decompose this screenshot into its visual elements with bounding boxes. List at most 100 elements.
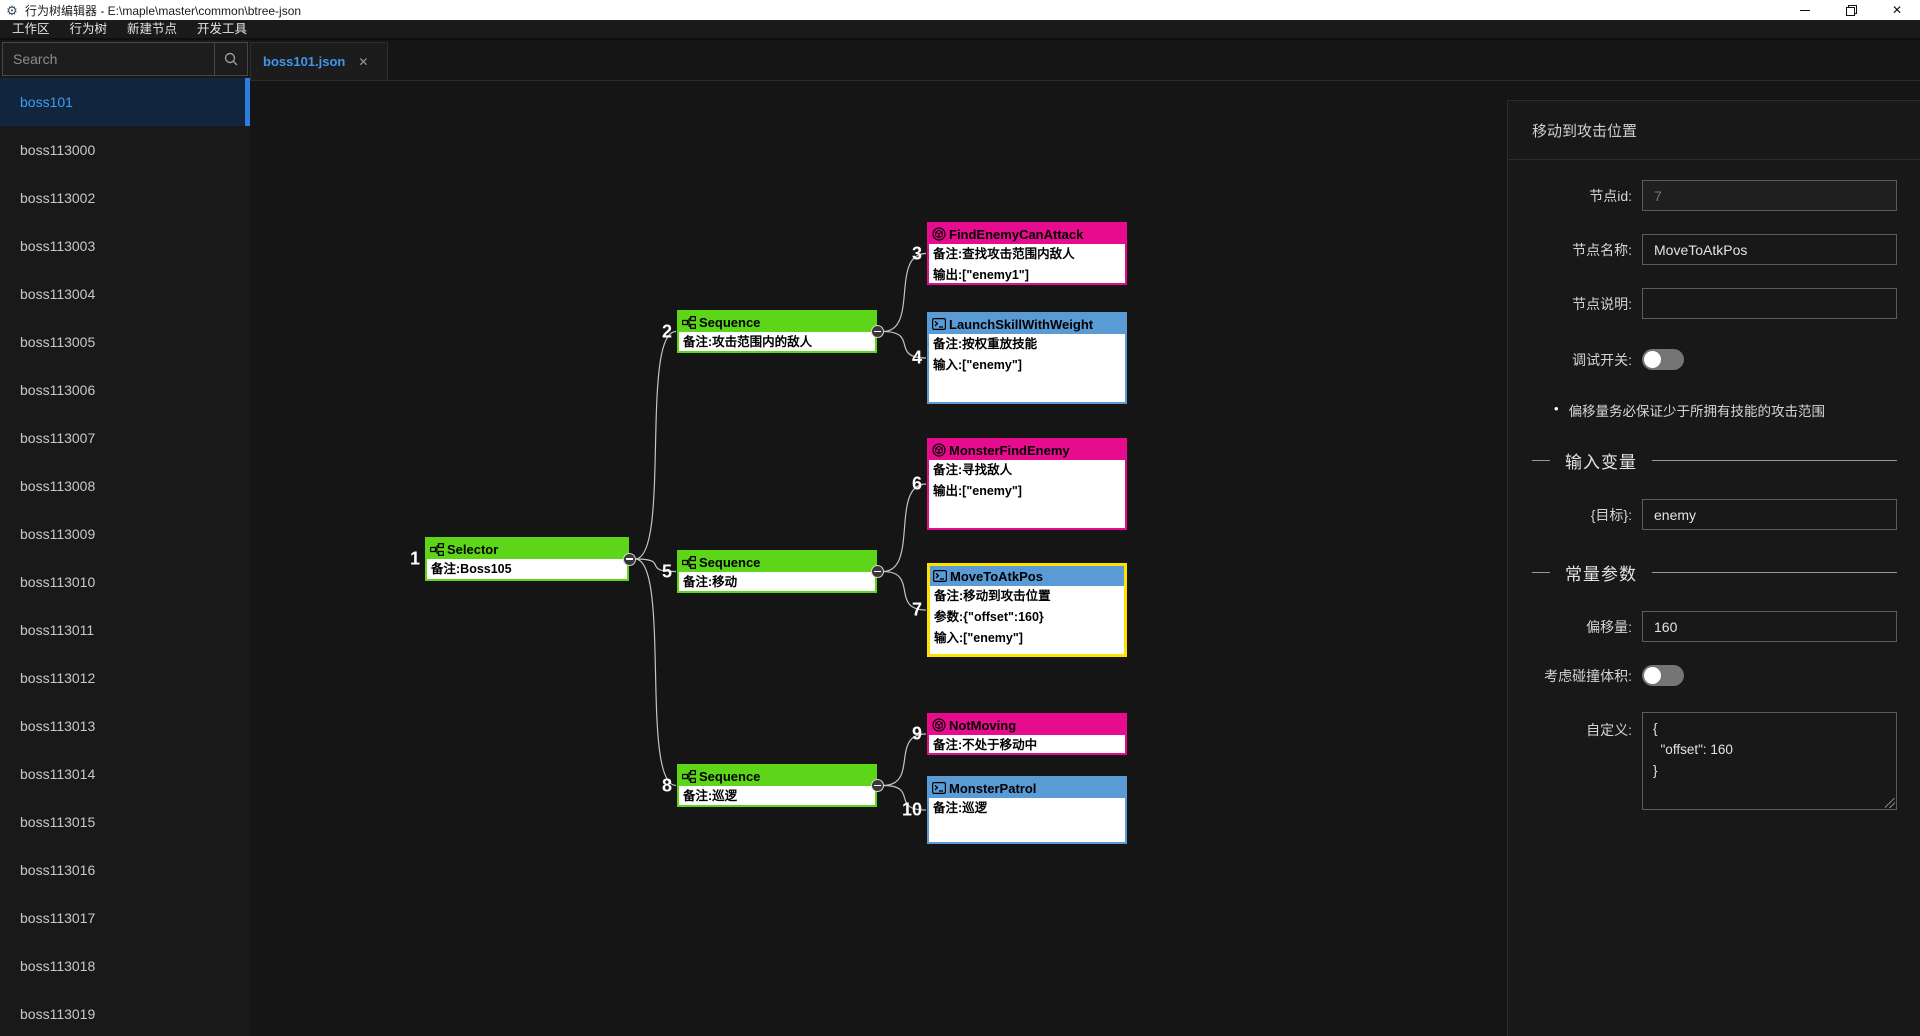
tree-node[interactable]: 10 MonsterPatrol 备注:巡逻 <box>902 776 1127 844</box>
tab-close-icon[interactable]: ✕ <box>358 54 369 69</box>
tree-node[interactable]: 1 Selector 备注:Boss105 <box>410 537 636 581</box>
node-body: 备注:按权重放技能输入:["enemy"] <box>929 334 1125 402</box>
node-number: 3 <box>911 243 922 263</box>
node-title: Sequence <box>679 766 875 786</box>
sidebar-item-boss[interactable]: boss113003 <box>0 222 250 270</box>
node-title-text: Sequence <box>699 314 761 330</box>
sidebar-item-boss[interactable]: boss113019 <box>0 990 250 1036</box>
boss-item-label: boss113008 <box>20 478 96 494</box>
sidebar-item-boss[interactable]: boss101 <box>0 78 250 126</box>
section-dash <box>1532 460 1550 461</box>
resize-handle[interactable] <box>1885 798 1895 808</box>
collapse-connector-icon[interactable] <box>623 552 636 566</box>
node-type-icon <box>932 227 946 241</box>
collapse-connector-icon[interactable] <box>871 325 884 338</box>
offset-field[interactable] <box>1642 611 1897 642</box>
node-title: Sequence <box>679 552 875 572</box>
sidebar-item-boss[interactable]: boss113012 <box>0 654 250 702</box>
node-number: 7 <box>911 599 922 620</box>
boss-item-label: boss113010 <box>20 574 96 590</box>
sidebar-item-boss[interactable]: boss113006 <box>0 366 250 414</box>
input-vars-title: 输入变量 <box>1565 453 1637 472</box>
minimize-button[interactable] <box>1782 0 1828 20</box>
node-type-icon <box>682 315 696 329</box>
collision-toggle[interactable] <box>1642 665 1684 686</box>
node-text-line: 备注:查找攻击范围内敌人 <box>933 247 1075 261</box>
sidebar-item-boss[interactable]: boss113015 <box>0 798 250 846</box>
search-input[interactable] <box>3 43 214 75</box>
restore-icon <box>1845 4 1857 16</box>
node-body: 备注:查找攻击范围内敌人输出:["enemy1"] <box>929 244 1125 283</box>
menu-workspace[interactable]: 工作区 <box>12 22 50 36</box>
collapse-connector-icon[interactable] <box>871 565 884 578</box>
node-type-icon <box>932 782 946 794</box>
boss-list: boss101 boss113000 boss113002 boss113003… <box>0 78 250 1036</box>
close-icon: ✕ <box>1891 3 1903 17</box>
node-text-line: 备注:Boss105 <box>431 562 512 576</box>
tree-node[interactable]: 6 MonsterFindEnemy 备注:寻找敌人输出:["enemy"] <box>912 438 1127 530</box>
tab-label: boss101.json <box>263 54 346 69</box>
sidebar-item-boss[interactable]: boss113009 <box>0 510 250 558</box>
tree-node[interactable]: 7 MoveToAtkPos 备注:移动到攻击位置参数:{"offset":16… <box>912 563 1127 657</box>
menu-new-node[interactable]: 新建节点 <box>127 22 178 36</box>
sidebar-item-boss[interactable]: boss113017 <box>0 894 250 942</box>
node-body: 备注:寻找敌人输出:["enemy"] <box>929 460 1125 528</box>
custom-json-field[interactable]: { "offset": 160 } <box>1642 712 1897 810</box>
hint-note: • 偏移量务必保证少于所拥有技能的攻击范围 <box>1554 400 1897 420</box>
tree-node[interactable]: 4 LaunchSkillWithWeight 备注:按权重放技能输入:["en… <box>912 312 1127 404</box>
sidebar-item-boss[interactable]: boss113008 <box>0 462 250 510</box>
node-title-text: LaunchSkillWithWeight <box>949 316 1094 332</box>
node-desc-field[interactable] <box>1642 288 1897 319</box>
node-title-text: MoveToAtkPos <box>950 568 1043 584</box>
sidebar-item-boss[interactable]: boss113002 <box>0 174 250 222</box>
sidebar-item-boss[interactable]: boss113007 <box>0 414 250 462</box>
node-name-field[interactable] <box>1642 234 1897 265</box>
window-title: 行为树编辑器 - E:\maple\master\common\btree-js… <box>25 3 302 18</box>
node-title-text: Selector <box>447 541 499 557</box>
tree-node[interactable]: 8 Sequence 备注:巡逻 <box>662 764 884 807</box>
target-field[interactable] <box>1642 499 1897 530</box>
node-title: MoveToAtkPos <box>930 566 1124 586</box>
boss-item-label: boss113017 <box>20 910 96 926</box>
search-button[interactable] <box>214 43 247 75</box>
close-button[interactable]: ✕ <box>1874 0 1920 20</box>
tree-node[interactable]: 3 FindEnemyCanAttack 备注:查找攻击范围内敌人输出:["en… <box>912 222 1127 285</box>
debug-toggle-label: 调试开关: <box>1572 351 1632 368</box>
tree-node[interactable]: 5 Sequence 备注:移动 <box>662 550 884 593</box>
panel-title: 移动到攻击位置 <box>1508 101 1920 160</box>
node-text-line: 备注:寻找敌人 <box>933 463 1013 477</box>
restore-button[interactable] <box>1828 0 1874 20</box>
boss-item-label: boss113014 <box>20 766 96 782</box>
section-rule <box>1652 572 1897 573</box>
const-params-title: 常量参数 <box>1565 565 1637 584</box>
title-bar: ⚙ 行为树编辑器 - E:\maple\master\common\btree-… <box>0 0 1920 20</box>
sidebar-item-boss[interactable]: boss113005 <box>0 318 250 366</box>
boss-item-label: boss113013 <box>20 718 96 734</box>
menu-dev-tools[interactable]: 开发工具 <box>197 22 248 36</box>
tree-node[interactable]: 9 NotMoving 备注:不处于移动中 <box>912 713 1127 755</box>
node-title-text: Sequence <box>699 768 761 784</box>
sidebar-item-boss[interactable]: boss113018 <box>0 942 250 990</box>
sidebar-item-boss[interactable]: boss113014 <box>0 750 250 798</box>
node-number: 9 <box>911 723 922 744</box>
node-type-icon <box>430 542 444 556</box>
boss-item-label: boss113003 <box>20 238 96 254</box>
sidebar-item-boss[interactable]: boss113000 <box>0 126 250 174</box>
hint-note-text: 偏移量务必保证少于所拥有技能的攻击范围 <box>1568 404 1826 419</box>
node-body: 备注:巡逻 <box>679 786 875 805</box>
node-type-icon <box>932 443 946 457</box>
tree-node[interactable]: 2 Sequence 备注:攻击范围内的敌人 <box>662 310 884 353</box>
tab-boss101[interactable]: boss101.json ✕ <box>250 42 388 80</box>
sidebar-item-boss[interactable]: boss113010 <box>0 558 250 606</box>
node-title-text: NotMoving <box>949 717 1017 733</box>
node-title: LaunchSkillWithWeight <box>929 314 1125 334</box>
debug-toggle[interactable] <box>1642 349 1684 370</box>
node-number: 2 <box>661 321 672 341</box>
menu-behavior-tree[interactable]: 行为树 <box>69 22 108 36</box>
sidebar-item-boss[interactable]: boss113011 <box>0 606 250 654</box>
sidebar-item-boss[interactable]: boss113004 <box>0 270 250 318</box>
collapse-connector-icon[interactable] <box>871 779 884 792</box>
sidebar-item-boss[interactable]: boss113013 <box>0 702 250 750</box>
sidebar-item-boss[interactable]: boss113016 <box>0 846 250 894</box>
node-title: NotMoving <box>929 715 1125 735</box>
